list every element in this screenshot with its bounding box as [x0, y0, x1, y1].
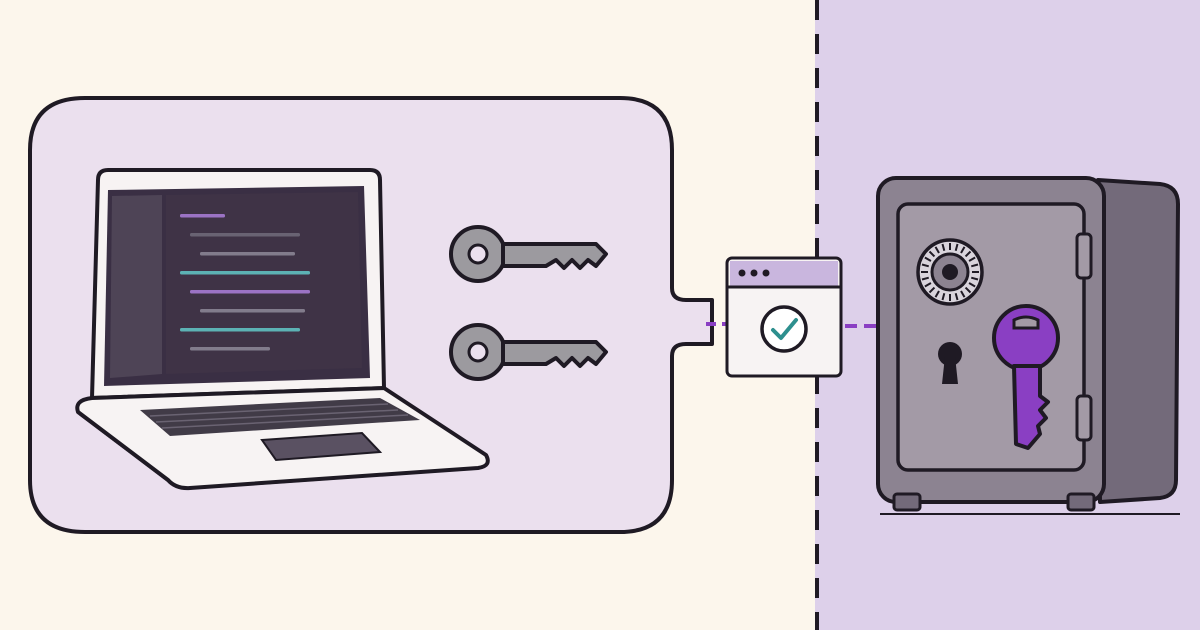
dial-tick: [924, 282, 932, 288]
dial-tick: [968, 282, 976, 288]
key-hole: [467, 243, 489, 265]
key-blade: [501, 340, 608, 368]
dial-tick: [954, 292, 959, 301]
code-line: [190, 290, 310, 294]
key-icon: [449, 323, 608, 381]
safe-side: [1096, 178, 1180, 504]
code-line: [180, 271, 310, 275]
dial-tick: [921, 276, 930, 281]
key-blade: [501, 242, 608, 270]
dial-ticks: [921, 243, 979, 301]
dial-tick: [954, 243, 959, 252]
laptop-icon: [75, 168, 490, 491]
purple-key-icon: [992, 304, 1060, 450]
keyboard: [140, 398, 420, 436]
dial-tick: [941, 292, 946, 301]
safe-foot-right: [1066, 492, 1096, 512]
window-dot: [738, 269, 746, 277]
keyhole-slot: [942, 356, 958, 384]
dial-tick: [921, 263, 930, 268]
dial-tick: [941, 243, 946, 252]
safe-hinge-bottom: [1075, 394, 1093, 442]
dial-center: [942, 264, 958, 280]
dial-tick: [970, 276, 979, 281]
keyboard-keys: [149, 403, 409, 429]
dial-tick: [968, 256, 976, 262]
code-lines: [180, 214, 310, 351]
dial-tick: [934, 290, 940, 298]
dial-tick: [970, 263, 979, 268]
code-line: [200, 252, 295, 256]
dial-tick: [960, 246, 966, 254]
code-line: [190, 347, 270, 351]
window-dot: [762, 269, 770, 277]
dial-tick: [934, 246, 940, 254]
browser-window-check-icon: [725, 256, 843, 378]
code-line: [190, 233, 300, 237]
trackpad: [260, 431, 383, 462]
code-line: [180, 214, 225, 218]
purple-key-blade: [1012, 364, 1050, 450]
check-mark-icon: [771, 318, 798, 340]
keyhole-icon: [938, 342, 962, 366]
key-icon: [449, 225, 608, 283]
dial-tick: [928, 250, 936, 258]
code-line: [180, 328, 300, 332]
check-circle: [760, 305, 808, 353]
safe-foot-left: [892, 492, 922, 512]
safe-icon: [876, 176, 1180, 515]
key-hole: [467, 341, 489, 363]
purple-key-hole: [1012, 315, 1040, 330]
dial-tick: [928, 286, 936, 294]
dial-tick: [924, 256, 932, 262]
window-dot: [750, 269, 758, 277]
window-titlebar: [730, 261, 838, 286]
screen-sidebar: [110, 195, 162, 378]
screen-editor: [166, 192, 362, 374]
laptop-base-edge: [79, 412, 481, 490]
dial-tick: [964, 286, 972, 294]
dial-tick: [964, 250, 972, 258]
code-line: [200, 309, 305, 313]
safe-hinge-top: [1075, 232, 1093, 280]
dial-tick: [960, 290, 966, 298]
